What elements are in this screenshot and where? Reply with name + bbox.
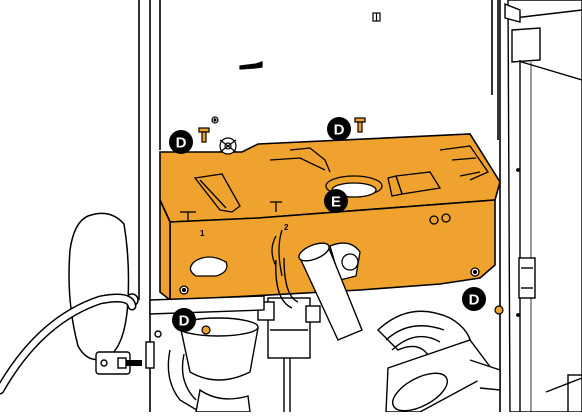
callout-e-center: E [324,189,348,213]
svg-text:D: D [176,135,187,152]
svg-text:E: E [331,194,341,211]
pump-body [267,297,311,359]
gear-valve [219,137,237,155]
lower-screws [201,305,504,335]
callout-d-right-bottom: D [462,287,486,311]
door-hinge [518,257,536,299]
svg-text:D: D [469,292,480,309]
panel-mark-center: 2 [284,223,289,232]
panel-mark-left: 1 [200,229,205,238]
right-door [504,0,582,413]
key-fob [95,351,131,375]
power-cable-inner [0,295,135,393]
cover-details [179,145,489,295]
svg-text:D: D [334,122,345,139]
highlighted-cover [159,133,501,302]
back-panel-marks [211,12,381,124]
screw-hole [211,116,219,124]
key-icon [126,360,142,366]
bracket-slot [239,61,263,70]
cover-window [189,256,228,277]
callout-d-right-top: D [327,117,351,141]
screw-right-top [354,117,366,133]
left-door-handle [68,212,139,361]
svg-text:D: D [179,313,190,330]
callout-d-left-top: D [169,130,193,154]
top-screws [198,117,366,155]
screw-left-top [198,127,210,143]
lower-mechanism [145,242,501,413]
callout-d-left-bottom: D [172,308,196,332]
